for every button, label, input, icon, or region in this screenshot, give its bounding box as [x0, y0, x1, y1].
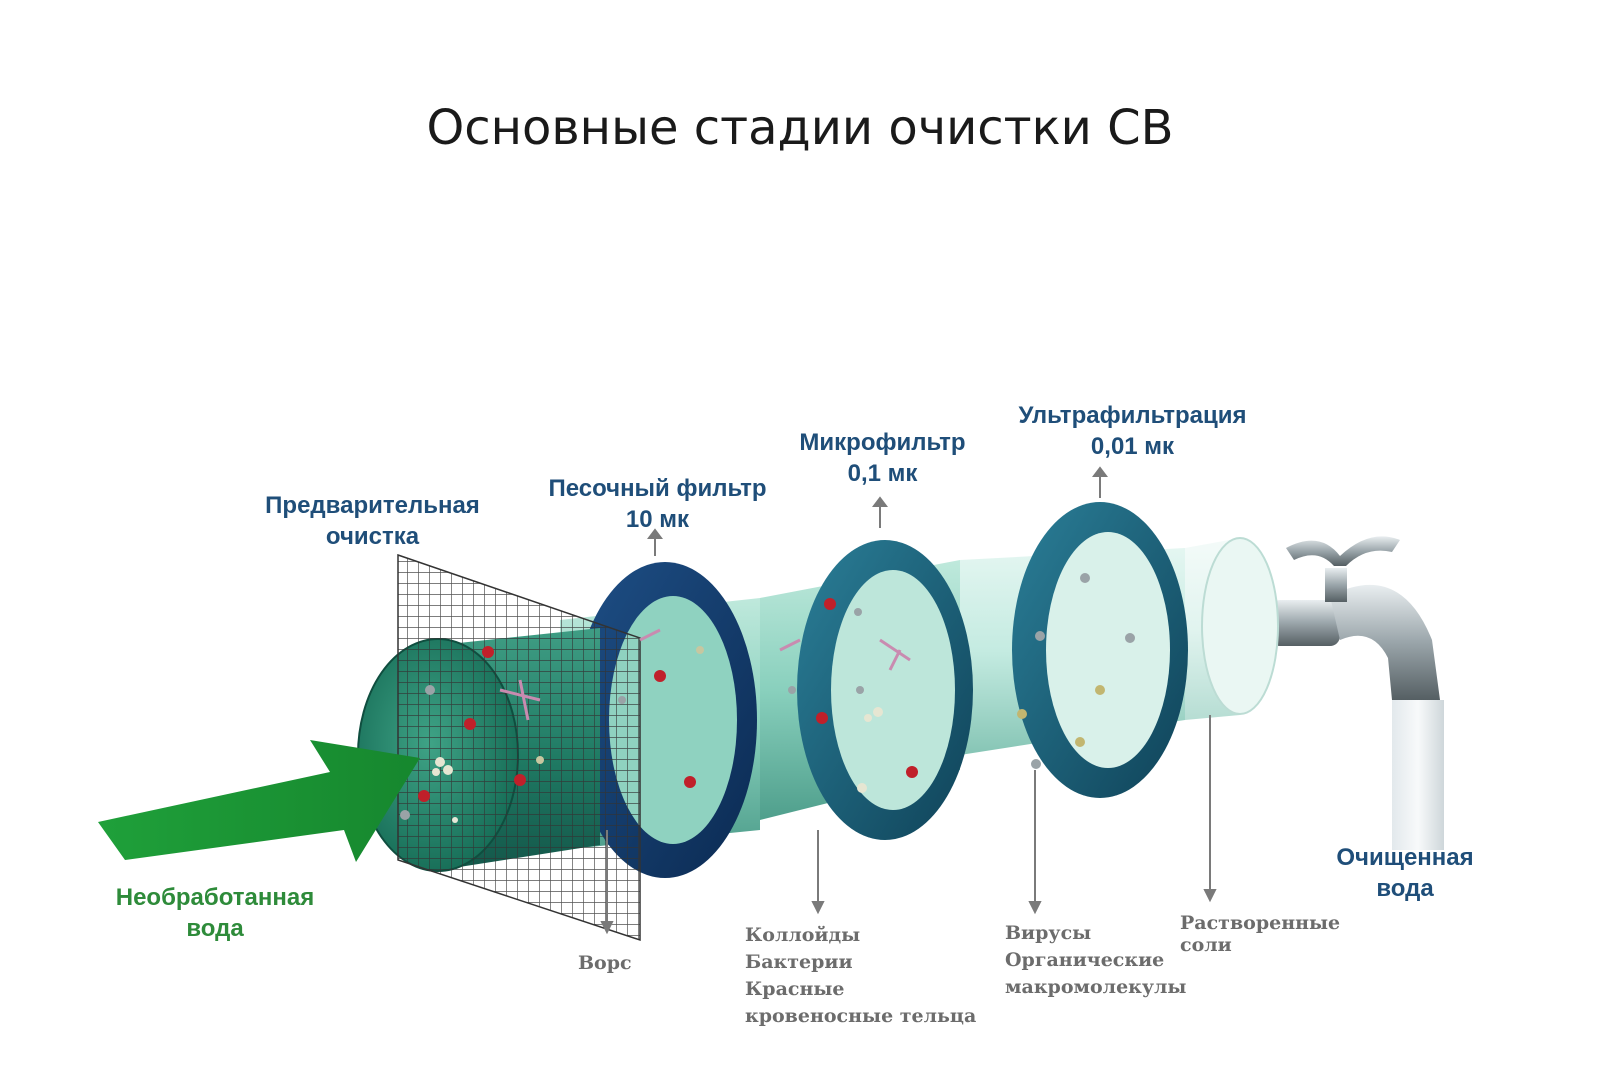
note-viruses-line: макромолекулы — [1005, 976, 1187, 998]
page-title: Основные стадии очистки СВ — [426, 100, 1174, 156]
note-lint: Ворс — [578, 950, 632, 977]
stage-label-ultra: Ультрафильтрация 0,01 мк — [985, 400, 1280, 462]
stage-label-prefilter-line1: Предварительная — [265, 492, 480, 519]
note-lint-text: Ворс — [578, 952, 632, 974]
stage-label-ultra-line1: Ультрафильтрация — [1018, 402, 1247, 429]
stage-label-micro: Микрофильтр 0,1 мк — [770, 427, 995, 489]
inlet-label: Необработанная вода — [80, 882, 350, 944]
note-salts-line: соли — [1180, 934, 1232, 956]
note-salts-line: Растворенные — [1180, 912, 1341, 934]
note-viruses-line: Органические — [1005, 949, 1165, 971]
stage-label-sand: Песочный фильтр 10 мк — [520, 473, 795, 535]
stage-label-prefilter-line2: очистка — [325, 523, 420, 550]
note-salts: Растворенные соли — [1180, 912, 1340, 956]
outlet-label-line2: вода — [1376, 875, 1434, 902]
note-colloids-line: Бактерии — [745, 951, 853, 973]
inlet-label-line1: Необработанная — [115, 884, 315, 911]
flow-arrow-icon — [98, 740, 420, 862]
note-viruses: Вирусы Органические макромолекулы — [1005, 920, 1186, 1001]
ring-microfilter — [797, 540, 973, 840]
note-pointers — [600, 715, 1217, 935]
faucet-icon — [1270, 536, 1444, 850]
stage-label-sand-line2: 10 мк — [625, 506, 690, 533]
note-colloids-line: Красные — [745, 978, 845, 1000]
particles — [400, 573, 1135, 823]
stage-pointers — [647, 466, 1108, 556]
note-viruses-line: Вирусы — [1005, 922, 1092, 944]
ring-ultrafiltration — [1012, 502, 1188, 798]
stage-dissolved-segment — [1185, 537, 1279, 720]
outlet-label-line1: Очищенная — [1336, 844, 1474, 871]
stage-label-prefilter: Предварительная очистка — [235, 490, 510, 552]
stage-label-ultra-line2: 0,01 мк — [1090, 433, 1175, 460]
outlet-label: Очищенная вода — [1310, 842, 1500, 904]
inlet-label-line2: вода — [186, 915, 244, 942]
stage-label-micro-line1: Микрофильтр — [799, 429, 966, 456]
note-colloids-line: Коллойды — [745, 924, 861, 946]
stage-label-micro-line2: 0,1 мк — [847, 460, 918, 487]
note-colloids-line: кровеносные тельца — [745, 1005, 977, 1027]
note-colloids: Коллойды Бактерии Красные кровеносные те… — [745, 922, 976, 1030]
stage-label-sand-line1: Песочный фильтр — [548, 475, 767, 502]
